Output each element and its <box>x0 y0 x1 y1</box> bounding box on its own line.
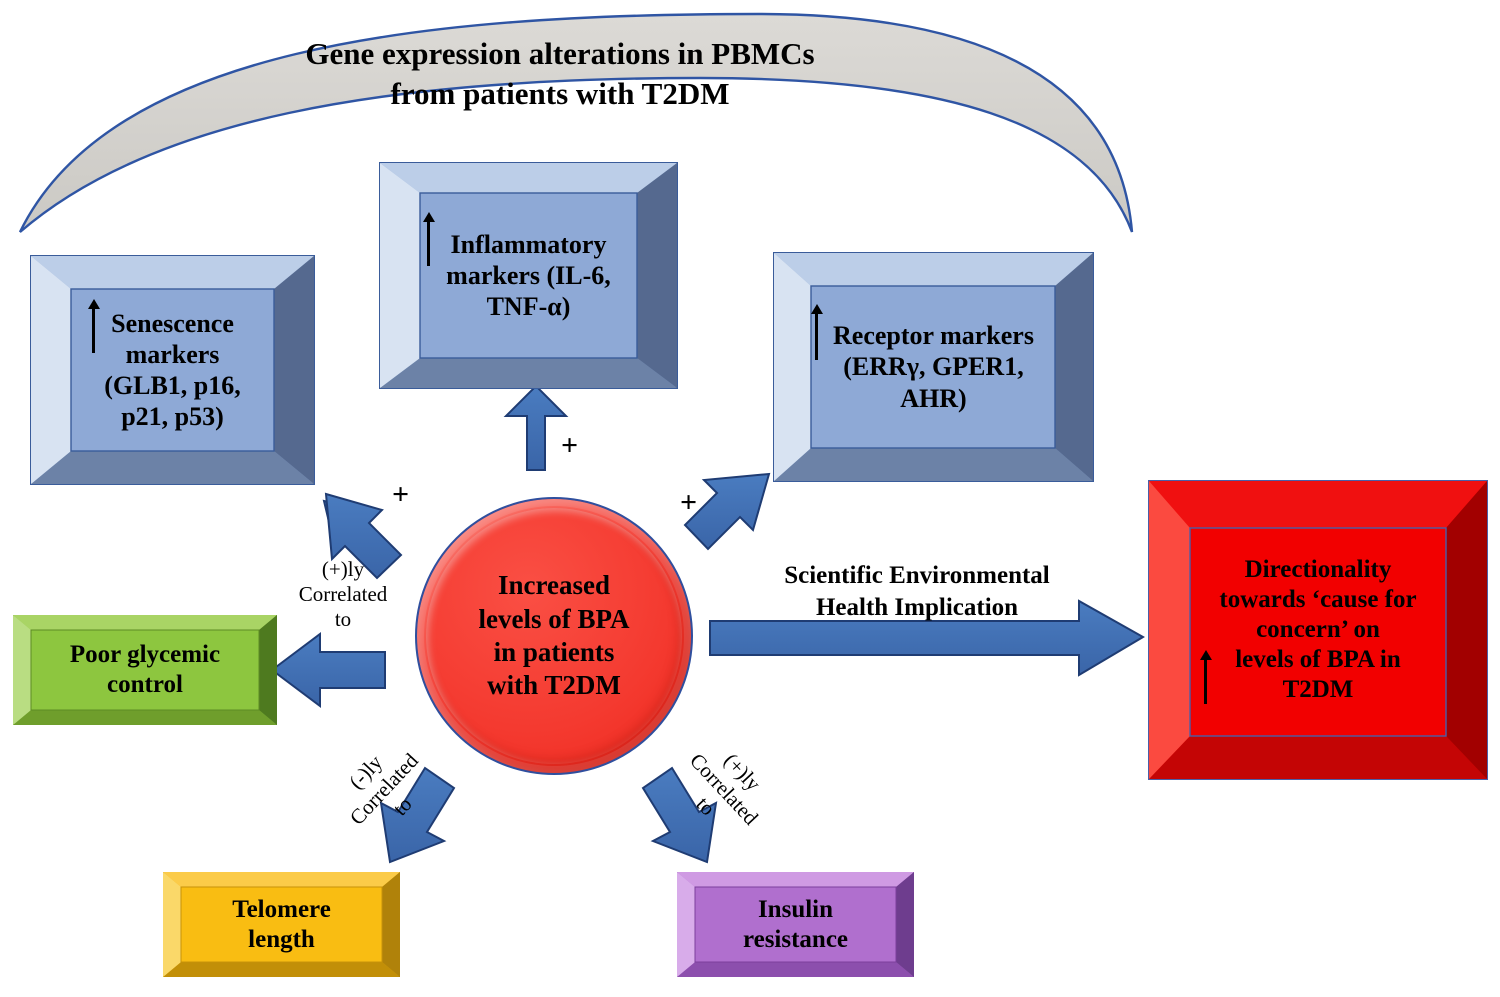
correlation-label-left: (+)ly Correlated to <box>298 557 388 631</box>
inflammatory-box-frame <box>379 162 678 389</box>
telomere-box-label: Telomere length <box>232 895 331 953</box>
directionality-box-label: Directionality towards ‘cause for concer… <box>1219 556 1417 703</box>
arrow-to-telomere <box>379 766 456 864</box>
center-node-label: Increased levels of BPA in patients with… <box>478 570 630 701</box>
receptor-box-label: Receptor markers (ERRγ, GPER1, AHR) <box>833 321 1034 413</box>
arrow-to-inflammatory <box>503 384 569 471</box>
receptor-box-face: Receptor markers (ERRγ, GPER1, AHR) <box>773 252 1094 482</box>
up-arrow-icon <box>422 212 435 266</box>
insulin-box-frame <box>677 872 914 977</box>
arrow-to-directionality <box>709 599 1145 677</box>
arrow-to-senescence <box>322 492 403 580</box>
box-directionality-concern[interactable]: Directionality towards ‘cause for concer… <box>1148 480 1488 780</box>
inflammatory-box-label: Inflammatory markers (IL-6, TNF-α) <box>446 229 611 322</box>
banner-arc-shape <box>18 12 1134 233</box>
arrow-to-receptor <box>683 472 771 551</box>
box-insulin-resistance[interactable]: Insulin resistance <box>677 872 914 977</box>
insulin-box-face: Insulin resistance <box>677 872 914 977</box>
box-receptor-markers[interactable]: Receptor markers (ERRγ, GPER1, AHR) <box>773 252 1094 482</box>
implication-caption: Scientific Environmental Health Implicat… <box>784 562 1050 621</box>
up-arrow-icon <box>1199 650 1212 704</box>
box-inflammatory-markers[interactable]: Inflammatory markers (IL-6, TNF-α) <box>379 162 678 389</box>
directionality-box-frame <box>1148 480 1488 780</box>
up-arrow-icon <box>87 299 100 353</box>
directionality-box-face: Directionality towards ‘cause for concer… <box>1148 480 1488 780</box>
plus-sign-right: + <box>680 486 698 519</box>
senescence-box-frame <box>30 255 315 485</box>
circle-inner-ring <box>426 508 682 764</box>
box-poor-glycemic-control[interactable]: Poor glycemic control <box>13 615 277 725</box>
arrow-to-glycemic <box>270 632 386 708</box>
center-node-bpa-levels[interactable]: Increased levels of BPA in patients with… <box>415 497 693 775</box>
plus-sign-left: + <box>392 478 410 511</box>
receptor-box-frame <box>773 252 1094 482</box>
glycemic-box-face: Poor glycemic control <box>13 615 277 725</box>
senescence-box-face: Senescence markers (GLB1, p16, p21, p53) <box>30 255 315 485</box>
insulin-box-label: Insulin resistance <box>742 895 849 953</box>
box-telomere-length[interactable]: Telomere length <box>163 872 400 977</box>
glycemic-box-label: Poor glycemic control <box>69 641 221 698</box>
plus-sign-top: + <box>561 429 579 462</box>
telomere-box-face: Telomere length <box>163 872 400 977</box>
senescence-box-label: Senescence markers (GLB1, p16, p21, p53) <box>104 308 241 432</box>
telomere-box-frame <box>163 872 400 977</box>
box-senescence-markers[interactable]: Senescence markers (GLB1, p16, p21, p53) <box>30 255 315 485</box>
up-arrow-icon <box>810 304 823 360</box>
glycemic-box-frame <box>13 615 277 725</box>
banner-title: Gene expression alterations in PBMCs fro… <box>305 36 815 111</box>
arrow-to-insulin <box>641 766 718 864</box>
inflammatory-box-face: Inflammatory markers (IL-6, TNF-α) <box>379 162 678 389</box>
